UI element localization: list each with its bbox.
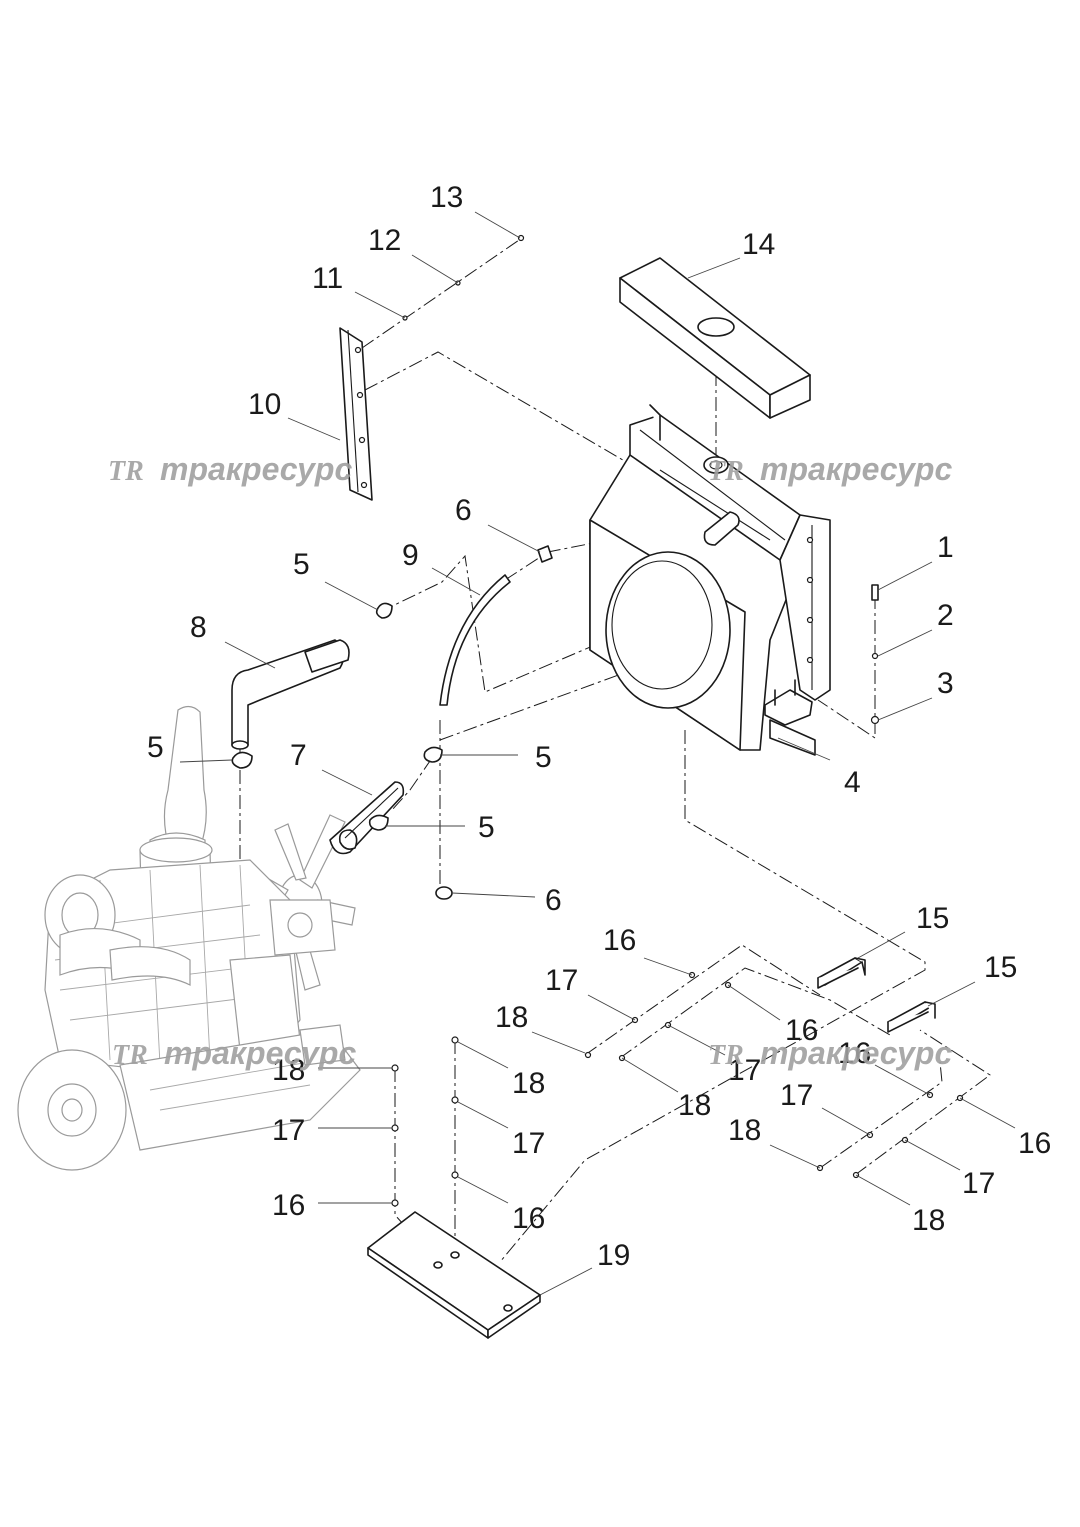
part-4-radiator: [589, 404, 831, 756]
watermark-top-right: TR тракресурс: [708, 451, 952, 487]
watermark-text: тракресурс: [760, 1035, 952, 1071]
watermark-top-left: TR тракресурс: [108, 451, 352, 487]
callout-16-e: 16: [272, 1189, 305, 1222]
part-14-top-cover: [619, 257, 811, 419]
callout-11: 11: [312, 262, 343, 295]
callout-15-a: 15: [916, 902, 949, 935]
callout-2: 2: [937, 599, 954, 632]
watermark-logo: TR: [708, 456, 744, 487]
watermark-text: тракресурс: [164, 1035, 356, 1071]
callout-10: 10: [248, 388, 281, 421]
callout-4: 4: [844, 766, 861, 799]
watermark-logo: TR: [112, 1040, 148, 1071]
watermarks: TR тракресурс TR тракресурс TR тракресур…: [108, 451, 952, 1071]
callout-numbers: 13 12 11 10 14 1 2 3 4 6 9 5 8 5 7 5 5 6…: [147, 181, 1051, 1272]
callout-17-e: 17: [272, 1114, 305, 1147]
callout-12: 12: [368, 224, 401, 257]
callout-17-c: 17: [780, 1079, 813, 1112]
callout-15-b: 15: [984, 951, 1017, 984]
caps: [435, 545, 553, 900]
engine-illustration: [17, 705, 361, 1171]
callout-17-a: 17: [545, 964, 578, 997]
callout-18-a: 18: [495, 1001, 528, 1034]
callout-14: 14: [742, 228, 775, 261]
bolt-assembly: [870, 584, 880, 725]
clamps: [231, 602, 443, 831]
watermark-logo: TR: [108, 456, 144, 487]
watermark-text: тракресурс: [760, 451, 952, 487]
part-15-brackets: [817, 957, 936, 1033]
callout-16-a: 16: [603, 924, 636, 957]
part-8-upper-hose: [231, 639, 350, 750]
watermark-bottom-right: TR тракресурс: [708, 1035, 952, 1071]
callout-6-top: 6: [455, 494, 472, 527]
callout-16-c: 16: [838, 1037, 871, 1070]
callout-5-b: 5: [147, 731, 164, 764]
callout-8: 8: [190, 611, 207, 644]
callout-9: 9: [402, 539, 419, 572]
callout-17-d: 17: [962, 1167, 995, 1200]
callout-18-d: 18: [912, 1204, 945, 1237]
callout-18-e: 18: [272, 1054, 305, 1087]
callout-7: 7: [290, 739, 307, 772]
watermark-logo: TR: [708, 1040, 744, 1071]
callout-3: 3: [937, 667, 954, 700]
callout-5-d: 5: [478, 811, 495, 844]
callout-5-c: 5: [535, 741, 552, 774]
callout-5-a: 5: [293, 548, 310, 581]
callout-16-f: 16: [512, 1202, 545, 1235]
leader-lines: [179, 211, 1016, 1296]
callout-17-b: 17: [728, 1054, 761, 1087]
watermark-bottom-left: TR тракресурс: [112, 1035, 356, 1071]
callout-18-f: 18: [512, 1067, 545, 1100]
callout-13: 13: [430, 181, 463, 214]
callout-6-bottom: 6: [545, 884, 562, 917]
callout-19: 19: [597, 1239, 630, 1272]
callout-18-b: 18: [678, 1089, 711, 1122]
part-10-bracket: [339, 234, 525, 501]
part-19-plate: [367, 1211, 541, 1339]
callout-17-f: 17: [512, 1127, 545, 1160]
callout-16-d: 16: [1018, 1127, 1051, 1160]
callout-16-b: 16: [785, 1014, 818, 1047]
part-9-overflow-tube: [439, 574, 511, 706]
part-7-lower-hose: [329, 781, 405, 855]
callout-1: 1: [937, 531, 954, 564]
watermark-text: тракресурс: [160, 451, 352, 487]
callout-18-c: 18: [728, 1114, 761, 1147]
